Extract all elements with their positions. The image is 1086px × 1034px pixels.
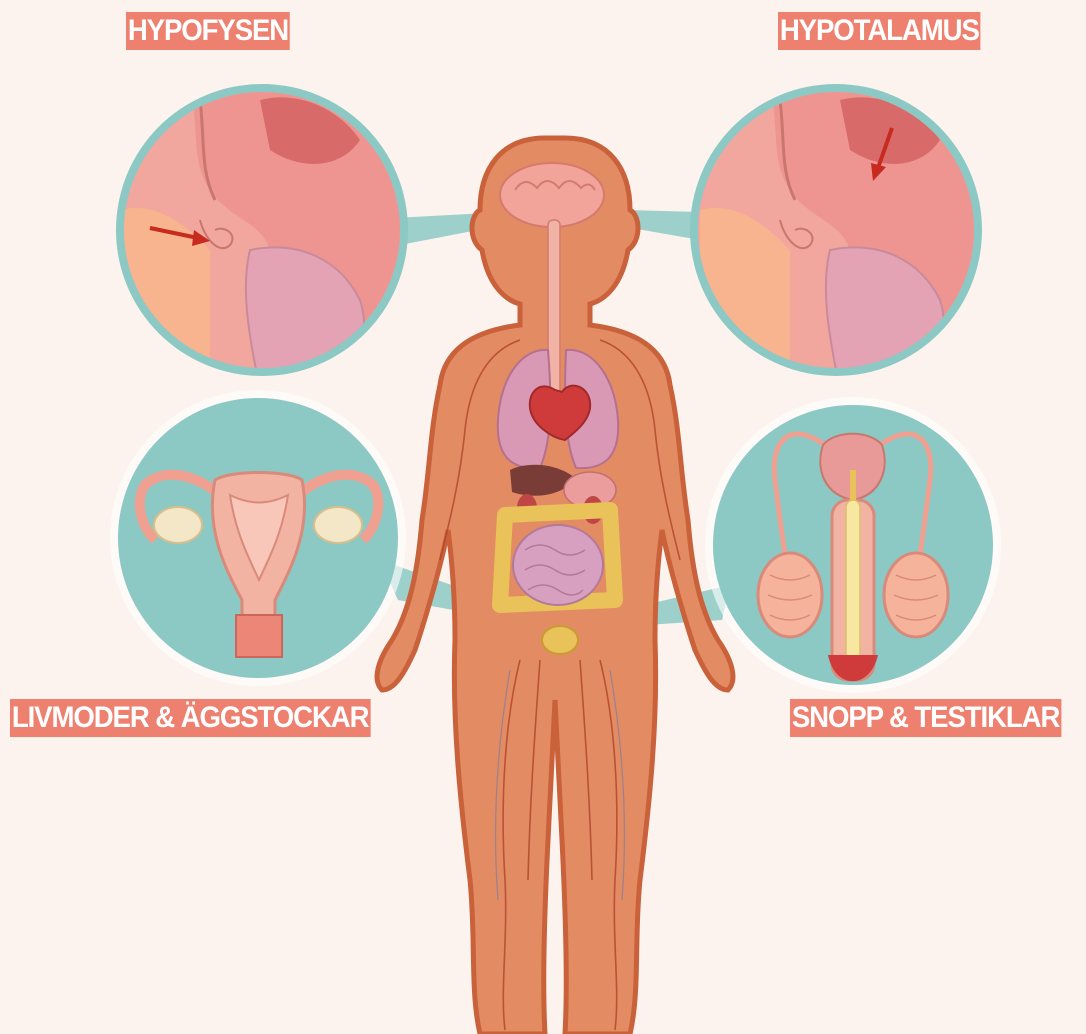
right-testicle xyxy=(884,553,948,637)
label-hypofysen: HYPOFYSEN xyxy=(126,12,290,50)
label-livmoder-aggstockar: LIVMODER & ÄGGSTOCKAR xyxy=(10,699,370,737)
testis-circle xyxy=(705,397,1001,693)
label-hypotalamus: HYPOTALAMUS xyxy=(778,12,981,50)
uterus-circle xyxy=(110,390,406,686)
cervix xyxy=(236,615,282,657)
left-ovary xyxy=(154,507,202,543)
label-snopp-testiklar: SNOPP & TESTIKLAR xyxy=(790,699,1061,737)
hypofysen-circle xyxy=(116,84,420,390)
right-ovary xyxy=(314,507,362,543)
left-testicle xyxy=(758,553,822,637)
small-intestine xyxy=(513,525,603,605)
bladder xyxy=(542,626,578,654)
human-body xyxy=(377,138,733,1034)
hypotalamus-circle xyxy=(690,84,990,390)
brain xyxy=(500,163,604,227)
